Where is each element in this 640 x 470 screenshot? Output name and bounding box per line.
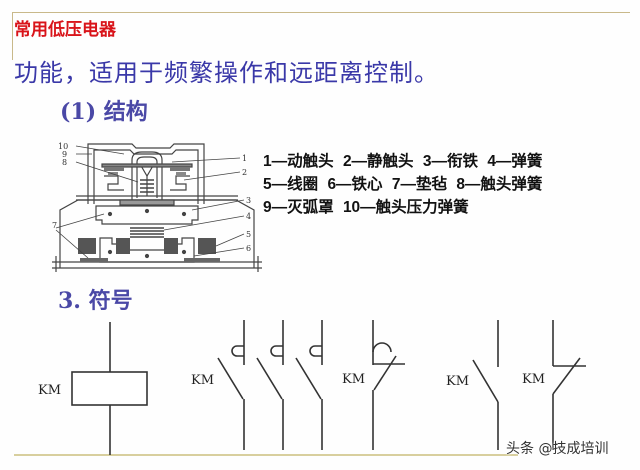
no-aux-contact-label: KM [446,374,470,389]
legend-item: 4—弹簧 [487,153,543,170]
legend-item: 3—衔铁 [422,153,478,170]
watermark: 头条 @技成培训 [506,441,609,457]
callout-7: 7 [52,221,57,230]
nc-main-contact-label: KM [342,372,366,387]
legend-line-2: 5—线圈 6—铁心 7—垫毡 8—触头弹簧 [263,173,547,196]
frame-bottom-border [14,454,518,456]
frame-top-border [12,12,630,13]
legend-line-3: 9—灭弧罩 10—触头压力弹簧 [263,196,547,219]
legend-item: 10—触头压力弹簧 [342,199,469,216]
callout-9: 9 [62,150,67,159]
electrical-symbols [71,320,586,455]
callout-10: 10 [58,142,68,151]
legend-line-1: 1—动触头 2—静触头 3—衔铁 4—弹簧 [263,150,547,173]
structure-heading: (1) 结构 [60,99,148,125]
coil-label: KM [38,383,62,398]
legend-item: 8—触头弹簧 [456,176,543,193]
callout-4: 4 [246,212,251,221]
frame-left-border [12,12,13,60]
callout-1: 1 [242,154,247,163]
callout-6: 6 [246,244,251,253]
nc-aux-contact-label: KM [522,372,546,387]
function-description: 功能，适用于频繁操作和远距离控制。 [14,59,439,87]
callout-8: 8 [62,158,67,167]
contactor-structure-diagram: 10 9 8 1 2 3 4 5 6 7 [52,142,262,272]
section-title: 常用低压电器 [14,20,116,40]
legend-item: 6—铁心 [327,176,383,193]
legend-item: 5—线圈 [263,176,319,193]
legend-item: 2—静触头 [342,153,414,170]
main-contacts-label: KM [191,373,215,388]
legend-item: 7—垫毡 [391,176,447,193]
symbol-heading: 3. 符号 [58,288,133,314]
legend-item: 1—动触头 [263,153,334,170]
component-legend: 1—动触头 2—静触头 3—衔铁 4—弹簧 5—线圈 6—铁心 7—垫毡 8—触… [263,150,547,219]
legend-item: 9—灭弧罩 [263,199,334,216]
callout-2: 2 [242,168,247,177]
callout-5: 5 [246,230,251,239]
callout-3: 3 [246,196,251,205]
